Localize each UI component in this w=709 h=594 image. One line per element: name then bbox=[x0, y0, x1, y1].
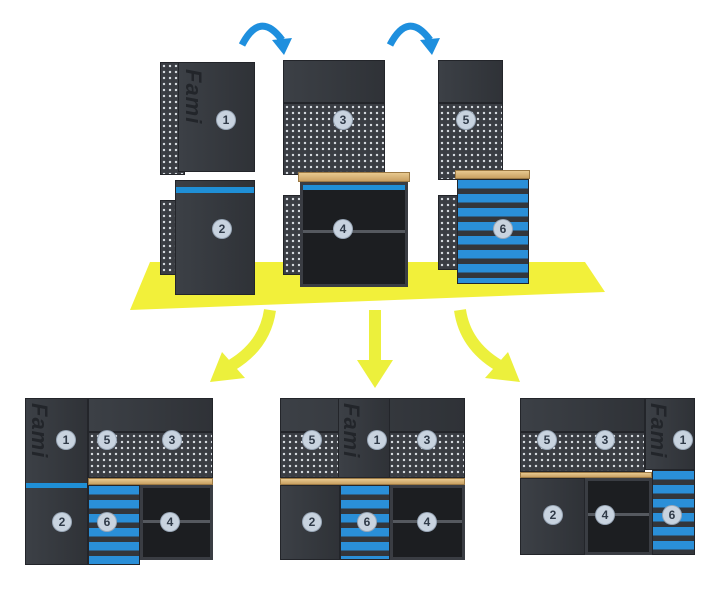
brand-logo: Fami bbox=[181, 69, 206, 125]
layout-c-workbench bbox=[585, 478, 652, 555]
arrow-down-left bbox=[228, 308, 276, 371]
worktop-4 bbox=[298, 172, 410, 182]
layout-a-marker-2: 2 bbox=[53, 513, 71, 531]
brand-logo: Fami bbox=[27, 403, 52, 459]
swap-arrow-left bbox=[238, 22, 285, 47]
swap-arrow-right-head bbox=[420, 38, 440, 55]
layout-a-marker-4: 4 bbox=[161, 513, 179, 531]
marker-6: 6 bbox=[494, 220, 512, 238]
workbench-4 bbox=[300, 182, 408, 287]
layout-c-marker-4: 4 bbox=[596, 506, 614, 524]
layout-c-marker-5: 5 bbox=[538, 431, 556, 449]
layout-a-wall-cabinets bbox=[88, 398, 213, 432]
marker-4: 4 bbox=[334, 220, 352, 238]
marker-1: 1 bbox=[217, 111, 235, 129]
marker-2: 2 bbox=[213, 220, 231, 238]
layout-b-worktop bbox=[280, 478, 465, 485]
arrow-down-center-head bbox=[357, 360, 393, 388]
wall-cabinet-5 bbox=[438, 60, 503, 103]
swap-arrow-left-head bbox=[272, 38, 292, 55]
layout-a-marker-5: 5 bbox=[98, 431, 116, 449]
brand-logo: Fami bbox=[646, 403, 671, 459]
pegboard-4-side bbox=[283, 195, 301, 275]
layout-a-tall-cabinet: Fami bbox=[25, 398, 88, 565]
pegboard-3 bbox=[283, 103, 385, 175]
layout-c-marker-1: 1 bbox=[674, 431, 692, 449]
layout-c-marker-6: 6 bbox=[663, 506, 681, 524]
layout-c-worktop bbox=[520, 472, 652, 478]
swap-arrow-right bbox=[386, 22, 433, 47]
pegboard-6-side bbox=[438, 195, 458, 270]
arrow-down-center bbox=[369, 310, 381, 365]
bin-rack-6 bbox=[457, 179, 529, 284]
worktop-6 bbox=[455, 170, 530, 179]
layout-b-marker-5: 5 bbox=[303, 431, 321, 449]
layout-a-marker-3: 3 bbox=[163, 431, 181, 449]
layout-b-workbench bbox=[390, 485, 465, 560]
layout-b-marker-2: 2 bbox=[303, 513, 321, 531]
arrow-down-right-head bbox=[485, 352, 520, 382]
tall-cabinet-1: Fami bbox=[178, 62, 255, 172]
layout-b-marker-4: 4 bbox=[418, 513, 436, 531]
wall-cabinet-3 bbox=[283, 60, 385, 103]
layout-a-worktop bbox=[88, 478, 213, 485]
arrow-down-right bbox=[454, 308, 502, 371]
layout-b-marker-3: 3 bbox=[418, 431, 436, 449]
marker-3: 3 bbox=[334, 111, 352, 129]
layout-b-marker-6: 6 bbox=[358, 513, 376, 531]
layout-c-marker-3: 3 bbox=[596, 431, 614, 449]
layout-c-marker-2: 2 bbox=[544, 506, 562, 524]
brand-logo: Fami bbox=[339, 403, 364, 459]
layout-c-wall-cabinets bbox=[520, 398, 645, 432]
layout-a-marker-1: 1 bbox=[57, 431, 75, 449]
layout-b-marker-1: 1 bbox=[368, 431, 386, 449]
layout-a-marker-6: 6 bbox=[98, 513, 116, 531]
arrow-down-left-head bbox=[210, 352, 245, 382]
cabinet-2 bbox=[175, 180, 255, 295]
marker-5: 5 bbox=[457, 111, 475, 129]
layout-c-cabinet-2 bbox=[520, 478, 585, 555]
